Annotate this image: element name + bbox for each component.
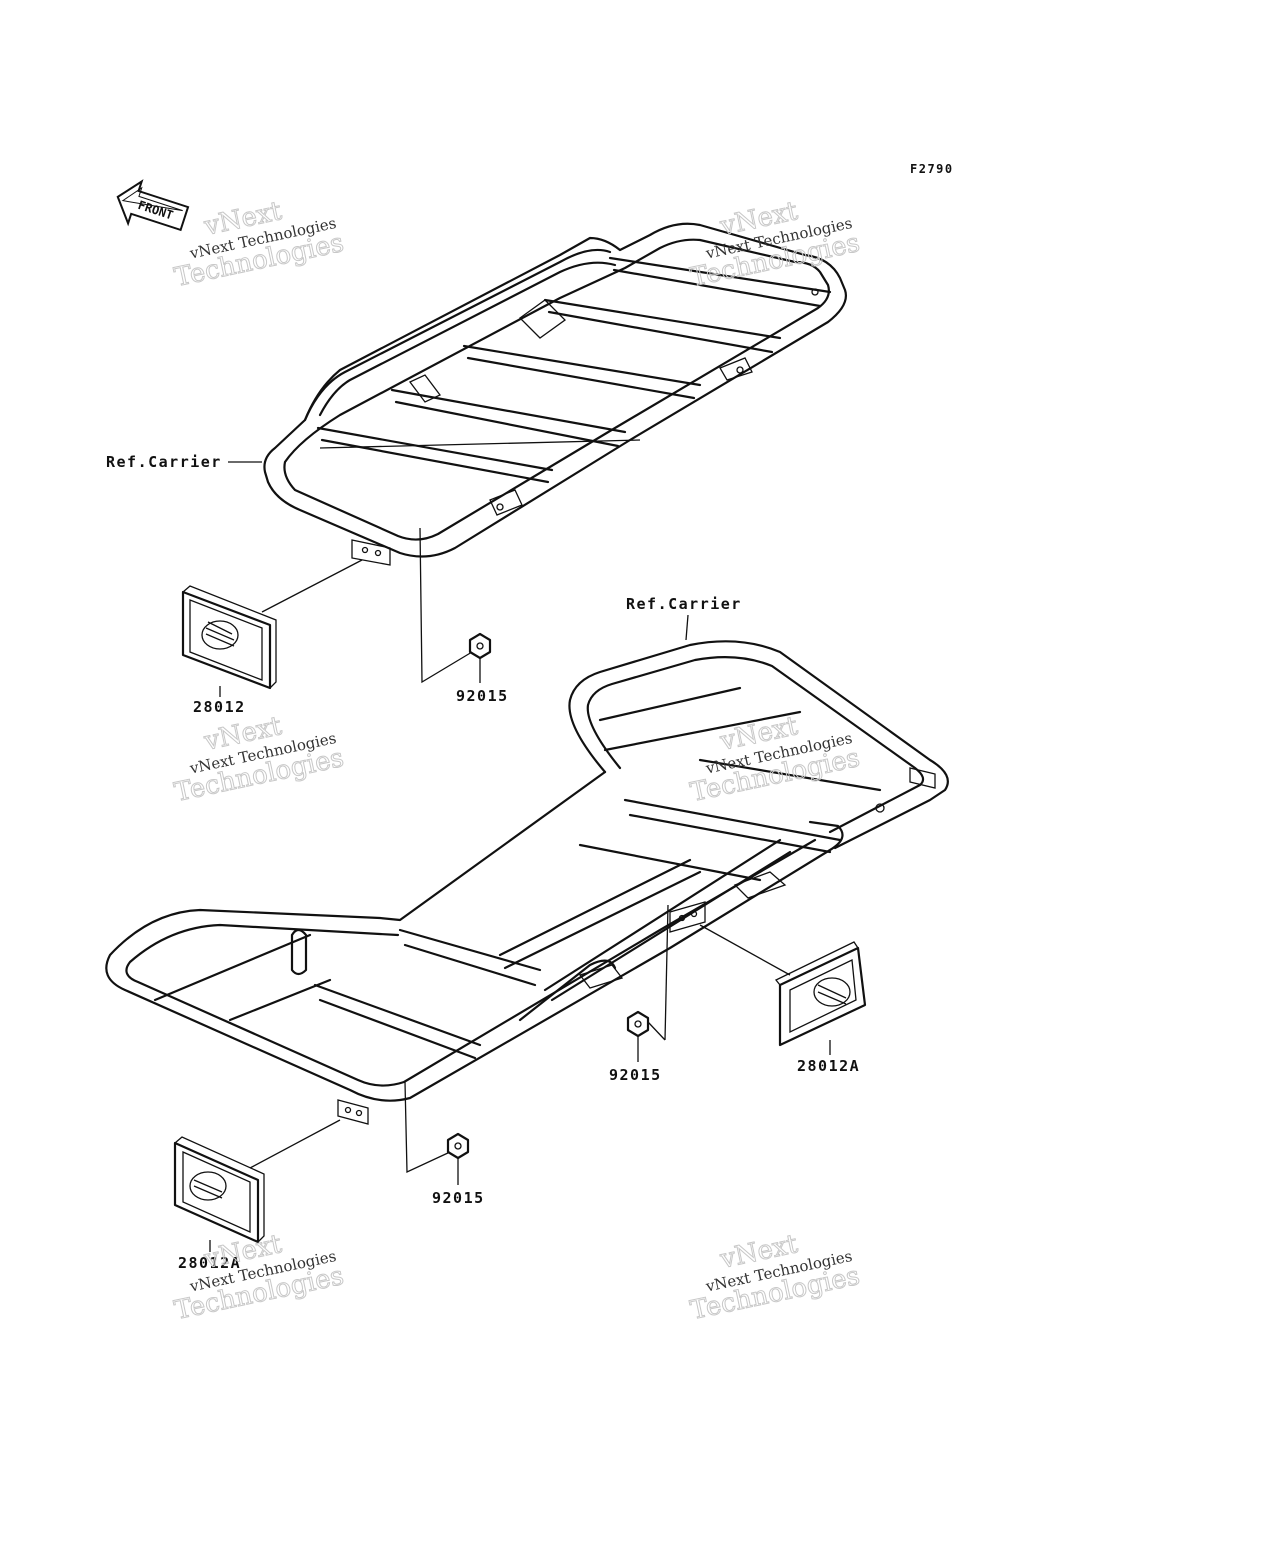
watermark-1: vNext vNext Technologies Technologies bbox=[171, 196, 347, 294]
watermark-6: vNext vNext Technologies Technologies bbox=[687, 1229, 863, 1327]
reflector-28012a-right bbox=[699, 924, 867, 1055]
label-92015-c: 92015 bbox=[432, 1189, 485, 1207]
label-28012a-right: 28012A bbox=[797, 1057, 860, 1075]
watermark-2: vNext vNext Technologies Technologies bbox=[687, 196, 863, 294]
watermark-5: vNext vNext Technologies Technologies bbox=[171, 1229, 347, 1327]
label-28012: 28012 bbox=[193, 698, 246, 716]
top-carrier bbox=[263, 222, 847, 684]
reflector-28012 bbox=[181, 559, 363, 697]
front-arrow-icon: FRONT bbox=[116, 179, 190, 232]
nut-92015-c bbox=[446, 1132, 470, 1185]
figure-code: F2790 bbox=[910, 162, 954, 176]
label-28012a-left: 28012A bbox=[178, 1254, 241, 1272]
bottom-carrier bbox=[105, 614, 949, 1174]
label-ref-carrier-bottom: Ref.Carrier bbox=[626, 595, 742, 613]
nut-92015-a bbox=[468, 632, 492, 683]
nut-92015-b bbox=[626, 1010, 666, 1062]
label-ref-carrier-top: Ref.Carrier bbox=[106, 453, 222, 471]
label-92015-b: 92015 bbox=[609, 1066, 662, 1084]
reflector-28012a-left bbox=[173, 1119, 341, 1252]
label-92015-a: 92015 bbox=[456, 687, 509, 705]
watermark-4: vNext vNext Technologies Technologies bbox=[687, 711, 863, 809]
watermark-3: vNext vNext Technologies Technologies bbox=[171, 711, 347, 809]
